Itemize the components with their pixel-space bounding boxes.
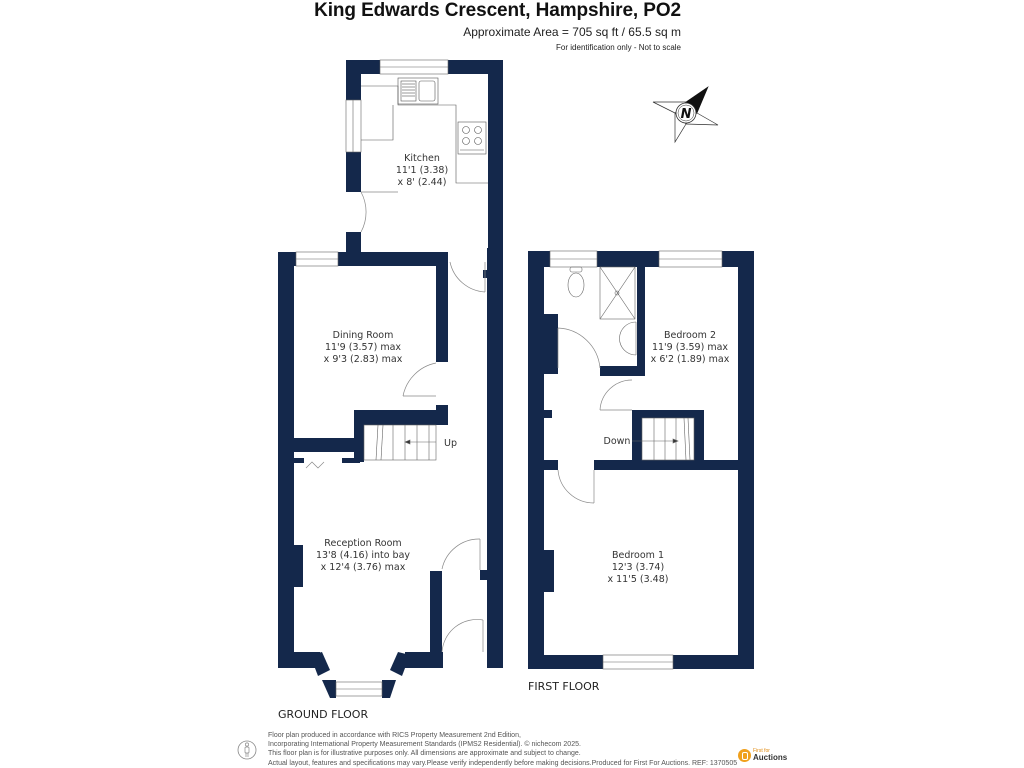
disclaimer-line: Floor plan produced in accordance with R… — [268, 732, 521, 739]
stairs-down — [632, 417, 695, 461]
svg-text:x 9'3 (2.83) max: x 9'3 (2.83) max — [324, 354, 403, 365]
brand-name: Auctions — [753, 753, 788, 762]
brand-logo: First for Auctions — [738, 748, 787, 762]
ground-doors — [305, 191, 486, 653]
approximate-area: Approximate Area = 705 sq ft / 65.5 sq m — [463, 25, 681, 39]
room-bedroom-2: Bedroom 2 11'9 (3.59) max x 6'2 (1.89) m… — [651, 330, 730, 365]
stairs-up — [363, 424, 437, 461]
svg-text:Bedroom 1: Bedroom 1 — [612, 550, 664, 561]
svg-text:N: N — [681, 107, 692, 122]
kitchen-fixtures — [361, 77, 488, 184]
first-windows — [549, 250, 723, 670]
svg-text:Kitchen: Kitchen — [404, 153, 440, 164]
svg-text:x 8' (2.44): x 8' (2.44) — [398, 177, 447, 188]
svg-text:x 12'4 (3.76) max: x 12'4 (3.76) max — [321, 562, 406, 573]
room-kitchen: Kitchen 11'1 (3.38) x 8' (2.44) — [396, 153, 448, 188]
disclaimer-line: This floor plan is for illustrative purp… — [268, 750, 581, 758]
ground-floor-plan — [278, 60, 503, 698]
svg-text:Dining Room: Dining Room — [333, 330, 394, 341]
brand-logo-icon — [738, 748, 751, 762]
svg-text:Reception Room: Reception Room — [324, 538, 401, 549]
first-floor-label: FIRST FLOOR — [528, 680, 600, 693]
svg-text:11'1 (3.38): 11'1 (3.38) — [396, 165, 448, 176]
svg-text:11'9 (3.57) max: 11'9 (3.57) max — [325, 342, 401, 353]
disclaimer-line: Incorporating International Property Mea… — [268, 741, 581, 749]
first-floor-plan — [528, 251, 754, 669]
scale-note: For identification only - Not to scale — [556, 43, 681, 52]
bathroom-fixtures — [567, 266, 637, 356]
svg-text:Bedroom 2: Bedroom 2 — [664, 330, 716, 341]
person-icon — [237, 740, 257, 760]
svg-text:x 11'5 (3.48): x 11'5 (3.48) — [608, 574, 669, 585]
disclaimer: Floor plan produced in accordance with R… — [268, 731, 737, 768]
svg-text:11'9 (3.59) max: 11'9 (3.59) max — [652, 342, 728, 353]
north-arrow-compass-icon: N — [652, 86, 719, 144]
svg-text:x 6'2 (1.89) max: x 6'2 (1.89) max — [651, 354, 730, 365]
svg-text:12'3 (3.74): 12'3 (3.74) — [612, 562, 664, 573]
brand-tagline: First for — [753, 748, 770, 754]
room-reception: Reception Room 13'8 (4.16) into bay x 12… — [316, 538, 410, 573]
room-dining: Dining Room 11'9 (3.57) max x 9'3 (2.83)… — [324, 330, 403, 365]
svg-text:Down: Down — [604, 436, 631, 447]
disclaimer-line: Actual layout, features and specificatio… — [268, 759, 738, 767]
svg-text:13'8 (4.16) into bay: 13'8 (4.16) into bay — [316, 550, 410, 561]
svg-text:Up: Up — [444, 438, 457, 449]
ground-floor-label: GROUND FLOOR — [278, 708, 369, 721]
page-title: King Edwards Crescent, Hampshire, PO2 — [314, 0, 681, 21]
ground-windows — [295, 59, 449, 697]
first-doors — [557, 327, 633, 504]
room-bedroom-1: Bedroom 1 12'3 (3.74) x 11'5 (3.48) — [608, 550, 669, 585]
